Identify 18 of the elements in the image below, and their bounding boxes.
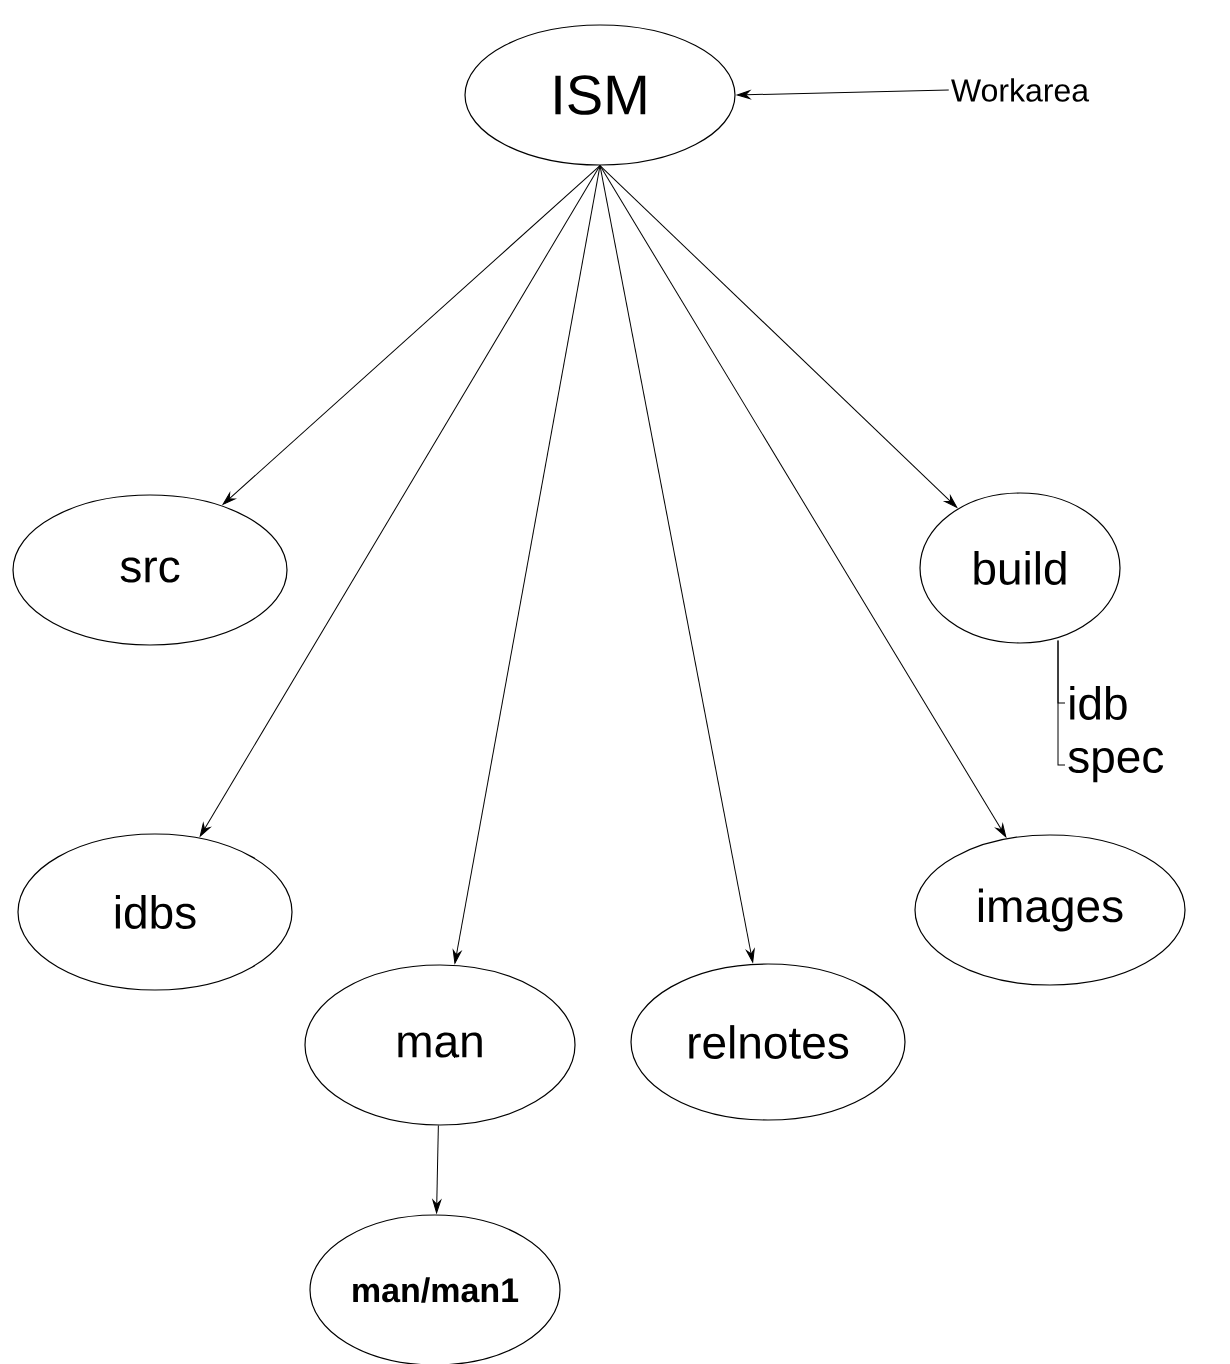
arrow [599,165,1007,838]
text-label: Workarea [951,78,1090,102]
arrow [452,165,601,964]
ellipse-node: idbs [17,833,293,991]
ellipse-node: src [12,494,288,646]
ellipse-node: man [304,964,576,1126]
text-label: spec [1068,747,1164,783]
text-label: idb [1070,686,1127,720]
arrow [736,89,950,100]
ellipse-node: images [914,834,1186,986]
arrow [599,165,755,963]
ellipse-node: relnotes [630,963,906,1121]
ellipse-node: build [919,492,1121,644]
ellipse-node: ISM [464,24,736,166]
arrow [222,165,601,505]
arrow [199,165,601,837]
arrow [599,165,958,508]
arrow [432,1125,442,1214]
